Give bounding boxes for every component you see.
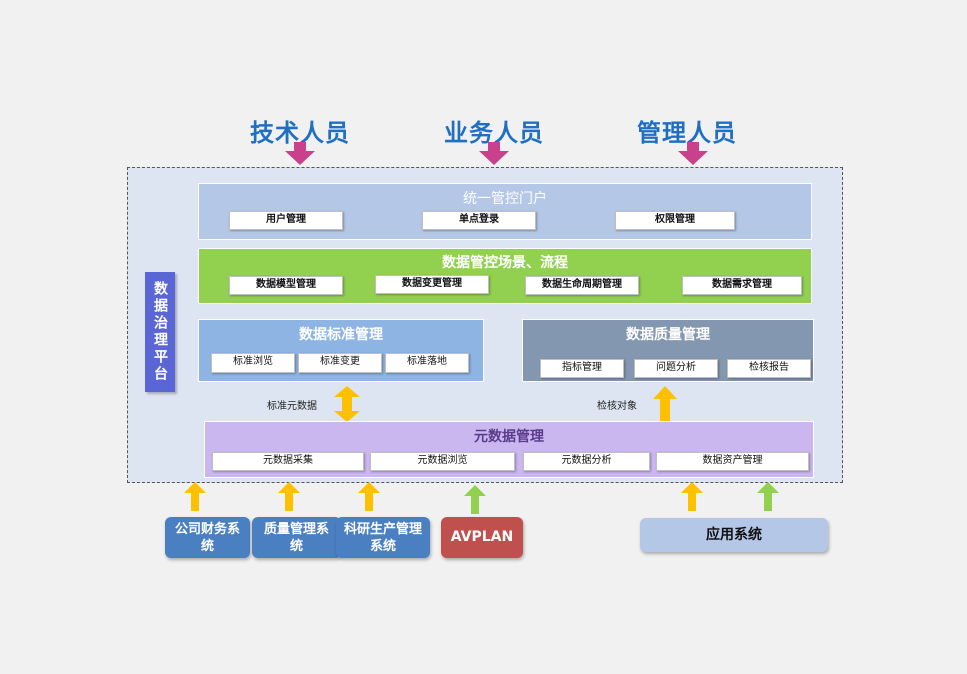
label-check-object: 检核对象 bbox=[597, 401, 637, 412]
check-object-up-arrow bbox=[653, 386, 677, 422]
source-application[interactable]: 应用系统 bbox=[640, 518, 828, 552]
app-up-arrow-green bbox=[757, 482, 779, 511]
portal-item-sso[interactable]: 单点登录 bbox=[422, 211, 536, 230]
label-standard-metadata: 标准元数据 bbox=[267, 401, 317, 412]
metadata-panel: 元数据管理 元数据采集 元数据浏览 元数据分析 数据资产管理 bbox=[204, 421, 814, 478]
scenario-item-lifecycle[interactable]: 数据生命周期管理 bbox=[525, 276, 639, 295]
role-manager: 管理人员 bbox=[637, 119, 737, 147]
portal-item-permission[interactable]: 权限管理 bbox=[615, 211, 735, 230]
metadata-title: 元数据管理 bbox=[474, 429, 544, 445]
scenario-item-change[interactable]: 数据变更管理 bbox=[375, 275, 489, 294]
app-up-arrow-yellow bbox=[681, 482, 703, 511]
quality-title: 数据质量管理 bbox=[626, 327, 710, 343]
quality-item-analysis[interactable]: 问题分析 bbox=[634, 359, 718, 378]
avplan-up-arrow bbox=[464, 485, 486, 514]
platform-title: 数据治理平台 bbox=[145, 272, 175, 392]
standard-title: 数据标准管理 bbox=[299, 327, 383, 343]
research-up-arrow bbox=[358, 482, 380, 511]
portal-panel: 统一管控门户 用户管理 单点登录 权限管理 bbox=[198, 183, 812, 240]
scenario-title: 数据管控场景、流程 bbox=[442, 255, 568, 271]
role-tech-arrow bbox=[285, 142, 315, 165]
standard-item-browse[interactable]: 标准浏览 bbox=[211, 353, 295, 373]
metadata-item-collect[interactable]: 元数据采集 bbox=[212, 452, 364, 471]
quality-item-indicator[interactable]: 指标管理 bbox=[540, 359, 624, 378]
scenario-item-model[interactable]: 数据模型管理 bbox=[229, 276, 343, 295]
scenario-item-demand[interactable]: 数据需求管理 bbox=[682, 276, 802, 295]
finance-up-arrow bbox=[184, 482, 206, 511]
metadata-item-browse[interactable]: 元数据浏览 bbox=[370, 452, 515, 471]
quality-item-report[interactable]: 检核报告 bbox=[727, 359, 811, 378]
scenario-panel: 数据管控场景、流程 数据模型管理 数据变更管理 数据生命周期管理 数据需求管理 bbox=[198, 248, 812, 304]
metadata-item-analysis[interactable]: 元数据分析 bbox=[523, 452, 650, 471]
standard-panel: 数据标准管理 标准浏览 标准变更 标准落地 bbox=[198, 319, 484, 382]
role-manager-arrow bbox=[678, 142, 708, 165]
portal-item-user[interactable]: 用户管理 bbox=[229, 211, 343, 230]
source-avplan[interactable]: AVPLAN bbox=[441, 517, 523, 558]
standard-item-landing[interactable]: 标准落地 bbox=[385, 353, 469, 373]
quality-panel: 数据质量管理 指标管理 问题分析 检核报告 bbox=[522, 319, 814, 382]
quality-mgmt-up-arrow bbox=[278, 482, 300, 511]
portal-title: 统一管控门户 bbox=[463, 191, 547, 207]
source-quality-mgmt[interactable]: 质量管理系统 bbox=[252, 517, 341, 558]
role-business-arrow bbox=[479, 142, 509, 165]
source-finance[interactable]: 公司财务系统 bbox=[165, 517, 250, 558]
metadata-item-asset[interactable]: 数据资产管理 bbox=[656, 452, 809, 471]
standard-item-change[interactable]: 标准变更 bbox=[298, 353, 382, 373]
source-research[interactable]: 科研生产管理系统 bbox=[336, 517, 430, 558]
standard-metadata-bidirectional-arrow bbox=[334, 386, 360, 422]
